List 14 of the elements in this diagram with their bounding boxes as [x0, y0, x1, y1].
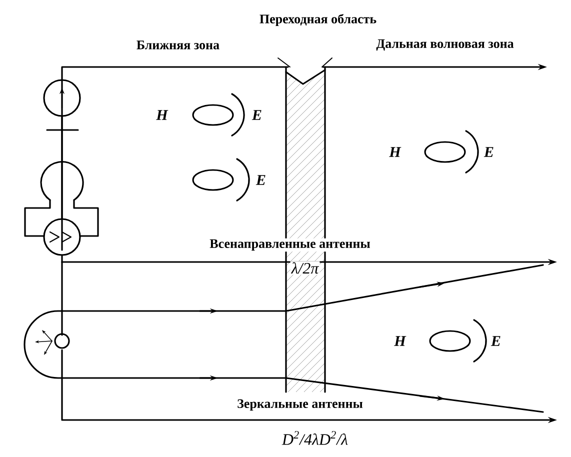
zone-label: Зеркальные антенны — [236, 398, 364, 412]
field-label: H — [394, 336, 406, 346]
zone-label: Дальная волновая зона — [375, 38, 515, 52]
formula-label: D$^{2}$/4λD$^{2}$/λ — [280, 430, 350, 446]
zone-label: Ближняя зона — [135, 40, 221, 50]
field-label: E — [256, 175, 266, 185]
field-label: E — [490, 336, 500, 346]
formula-label: λ/2π — [290, 261, 320, 275]
field-label: E — [484, 147, 494, 157]
field-label: H — [389, 147, 402, 157]
zone-label: Переходная область — [258, 12, 378, 28]
field-label: H — [156, 110, 168, 120]
field-label: E — [252, 110, 262, 120]
zone-label: Всенаправленные антенны — [208, 238, 372, 252]
